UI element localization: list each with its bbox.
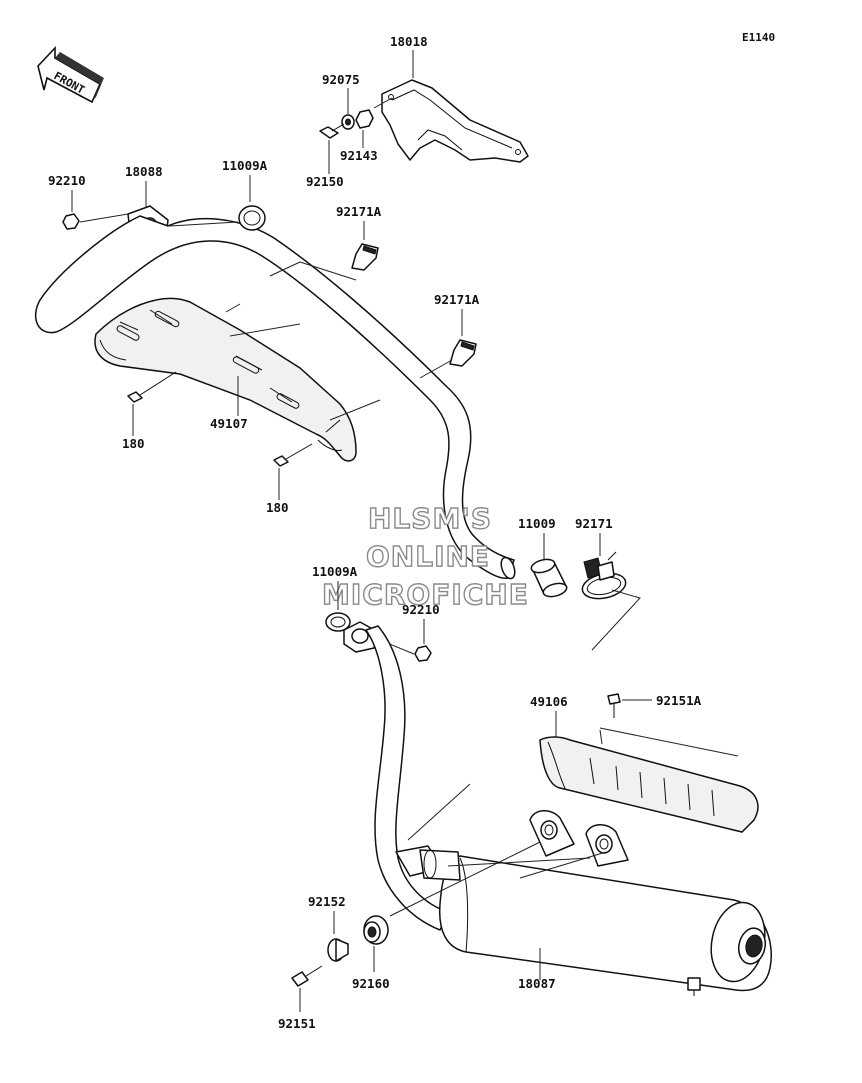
nut-92210-mid	[414, 645, 432, 662]
label-92152: 92152	[308, 894, 346, 909]
heat-shield-49107	[94, 297, 357, 462]
watermark-line-2: ONLINE	[366, 540, 490, 573]
label-18087: 18087	[518, 976, 556, 991]
front-exhaust-pipe-18088	[35, 205, 516, 580]
clamp-92171	[581, 551, 627, 600]
watermark-line-1: HLSM'S	[368, 502, 492, 535]
clamp-92171A-2	[449, 339, 477, 367]
bolt-180-1	[127, 371, 177, 403]
label-92151: 92151	[278, 1016, 316, 1031]
label-180-2: 180	[266, 500, 289, 515]
bolt-92151A	[607, 693, 621, 718]
label-49107: 49107	[210, 416, 248, 431]
label-11009A-top: 11009A	[222, 158, 268, 173]
clamp-92171A-1	[351, 243, 379, 271]
label-92210-top: 92210	[48, 173, 86, 188]
label-92160: 92160	[352, 976, 390, 991]
label-92171A-2: 92171A	[434, 292, 480, 307]
front-arrow-icon: FRONT	[37, 45, 104, 104]
label-18088: 18088	[125, 164, 163, 179]
bolt-92150	[319, 123, 345, 139]
gasket-11009A-top	[238, 205, 266, 231]
heat-shield-49106	[539, 736, 759, 833]
label-92075: 92075	[322, 72, 360, 87]
rear-exhaust-pipe	[343, 621, 449, 931]
label-18018: 18018	[390, 34, 428, 49]
nut-92210-top	[62, 213, 80, 230]
diagram-code: E1140	[742, 31, 775, 44]
label-11009: 11009	[518, 516, 556, 531]
watermark: HLSM'S ONLINE MICROFICHE	[321, 501, 529, 611]
label-49106: 49106	[530, 694, 568, 709]
label-92171: 92171	[575, 516, 613, 531]
label-92210-mid: 92210	[402, 602, 440, 617]
label-180-1: 180	[122, 436, 145, 451]
heat-guard-bracket-18018	[381, 79, 529, 163]
gasket-sleeve-11009	[530, 558, 568, 598]
label-92143: 92143	[340, 148, 378, 163]
label-92150: 92150	[306, 174, 344, 189]
gasket-11009A-mid	[325, 612, 351, 632]
label-92171A-1: 92171A	[336, 204, 382, 219]
label-92151A: 92151A	[656, 693, 702, 708]
bolt-92151	[291, 965, 323, 987]
grommet-92160	[363, 915, 389, 945]
collar-92152	[327, 938, 349, 962]
label-11009A-mid: 11009A	[312, 564, 358, 579]
bolt-180-2	[273, 443, 313, 467]
muffler-18087	[419, 810, 772, 996]
watermark-line-3: MICROFICHE	[322, 578, 529, 611]
nut-92143	[355, 97, 393, 129]
